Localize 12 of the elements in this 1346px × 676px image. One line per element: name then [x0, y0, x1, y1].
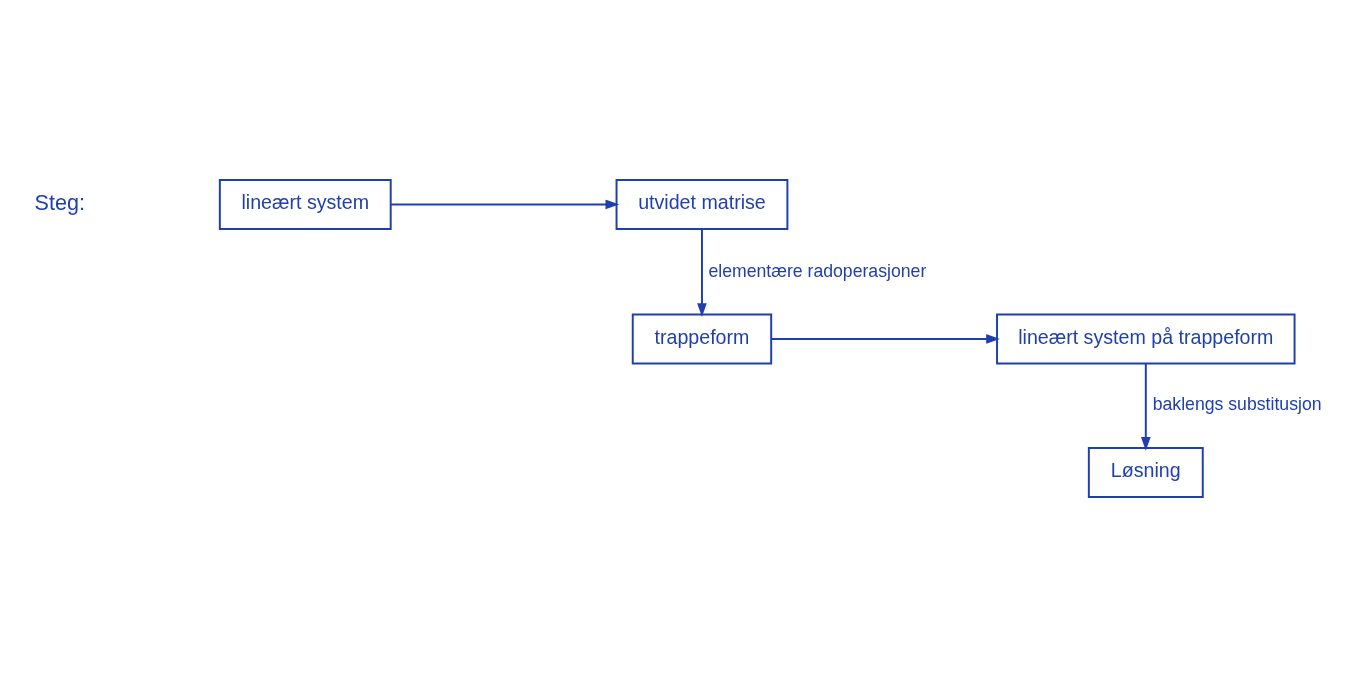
node-box: utvidet matrise: [615, 178, 789, 230]
edge-label: elementære radoperasjoner: [708, 260, 927, 281]
node-box: lineært system: [218, 178, 392, 230]
arrow: [770, 334, 1000, 344]
arrow: [697, 228, 707, 318]
edge-label: baklengs substitusjon: [1152, 394, 1322, 415]
arrow: [389, 199, 620, 210]
label: Steg:: [34, 189, 85, 215]
node-box: Løsning: [1087, 447, 1204, 499]
node-box: lineært system på trappeform: [996, 313, 1296, 365]
node-box: trappeform: [631, 313, 773, 365]
arrow: [1140, 362, 1151, 451]
